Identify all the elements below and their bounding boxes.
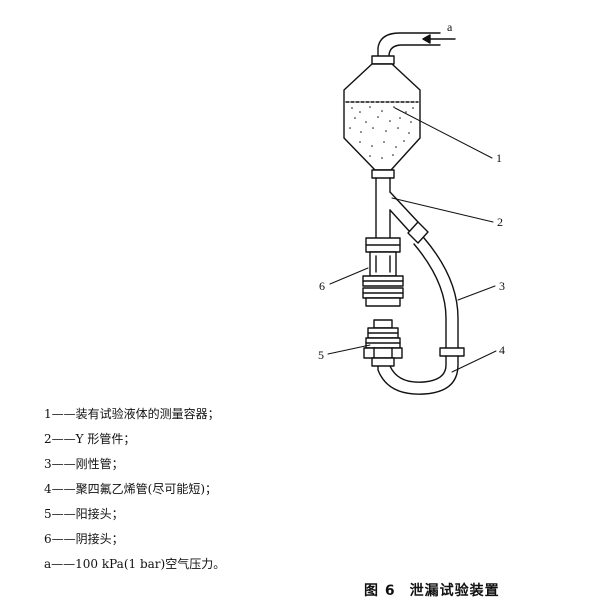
callout-5: 5 xyxy=(318,348,324,362)
legend-item: 2——Y 形管件； xyxy=(44,432,136,446)
y-fitting xyxy=(375,177,419,239)
figure-title: 泄漏试验装置 xyxy=(409,583,500,599)
legend-item: 4——聚四氟乙烯管(尽可能短)； xyxy=(44,482,218,496)
female-connector xyxy=(362,237,404,307)
tube-coupling-upper xyxy=(407,221,429,244)
callout-6: 6 xyxy=(319,279,325,293)
legend-item: 6——阴接头； xyxy=(44,532,124,546)
figure-number: 图 6 xyxy=(364,583,396,599)
legend-item: 3——刚性管； xyxy=(44,457,124,471)
leader-lines xyxy=(327,107,497,373)
rigid-tube xyxy=(413,237,459,349)
figure-caption: 图 6 泄漏试验装置 xyxy=(364,580,500,600)
measuring-container xyxy=(343,63,421,179)
legend-item: a——100 kPa(1 bar)空气压力。 xyxy=(44,557,226,571)
legend-item: 1——装有试验液体的测量容器； xyxy=(44,407,220,421)
callout-2: 2 xyxy=(497,215,503,229)
liquid-level xyxy=(349,106,414,159)
air-inlet-pipe xyxy=(371,32,441,65)
legend-item: 5——阳接头； xyxy=(44,507,124,521)
male-connector xyxy=(363,319,403,367)
callout-3: 3 xyxy=(499,279,505,293)
callout-4: 4 xyxy=(499,343,505,357)
legend-list: 1——装有试验液体的测量容器； 2——Y 形管件； 3——刚性管； 4——聚四氟… xyxy=(44,404,225,579)
ptfe-tube xyxy=(377,355,459,395)
callout-a: a xyxy=(447,20,453,34)
air-pressure-arrow xyxy=(422,34,456,44)
callout-1: 1 xyxy=(496,151,502,165)
tube-coupling-lower xyxy=(439,347,465,357)
